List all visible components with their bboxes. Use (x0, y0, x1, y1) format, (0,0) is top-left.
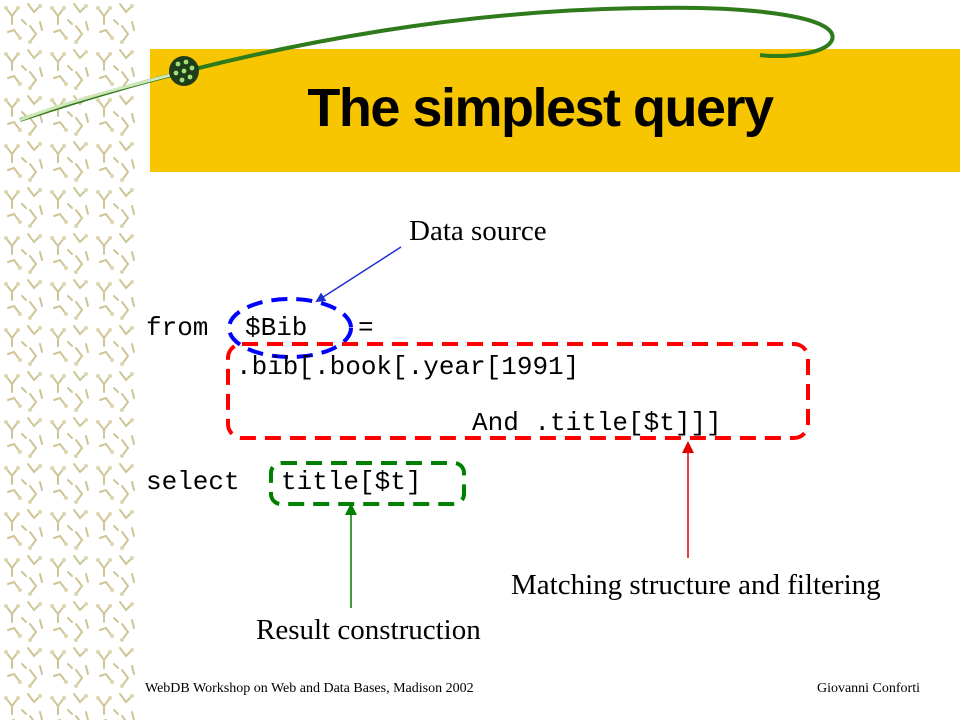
title-banner (150, 49, 960, 172)
data-source-highlight (227, 297, 353, 359)
code-select-keyword: select (146, 467, 240, 497)
code-from-keyword: from (146, 313, 209, 343)
code-data-source-variable: $Bib (245, 313, 308, 343)
result-construction-highlight (269, 461, 466, 506)
result-construction-label: Result construction (256, 614, 481, 646)
code-equals: = (358, 313, 374, 343)
code-filter-line: And .title[$t]]] (472, 408, 722, 438)
swoosh-tail (19, 70, 183, 122)
swoosh-line (19, 5, 835, 122)
matching-structure-highlight (226, 342, 810, 440)
footer-author: Giovanni Conforti (816, 681, 920, 696)
data-source-arrow (315, 246, 402, 303)
slide-title: The simplest query (307, 78, 774, 138)
data-source-label: Data source (409, 215, 547, 247)
code-pattern-line: .bib[.book[.year[1991] (236, 352, 580, 382)
footer-event: WebDB Workshop on Web and Data Bases, Ma… (145, 681, 474, 696)
matching-label: Matching structure and filtering (511, 569, 881, 601)
bullet-logo-icon (169, 56, 199, 86)
code-select-expression: title[$t] (281, 467, 422, 497)
